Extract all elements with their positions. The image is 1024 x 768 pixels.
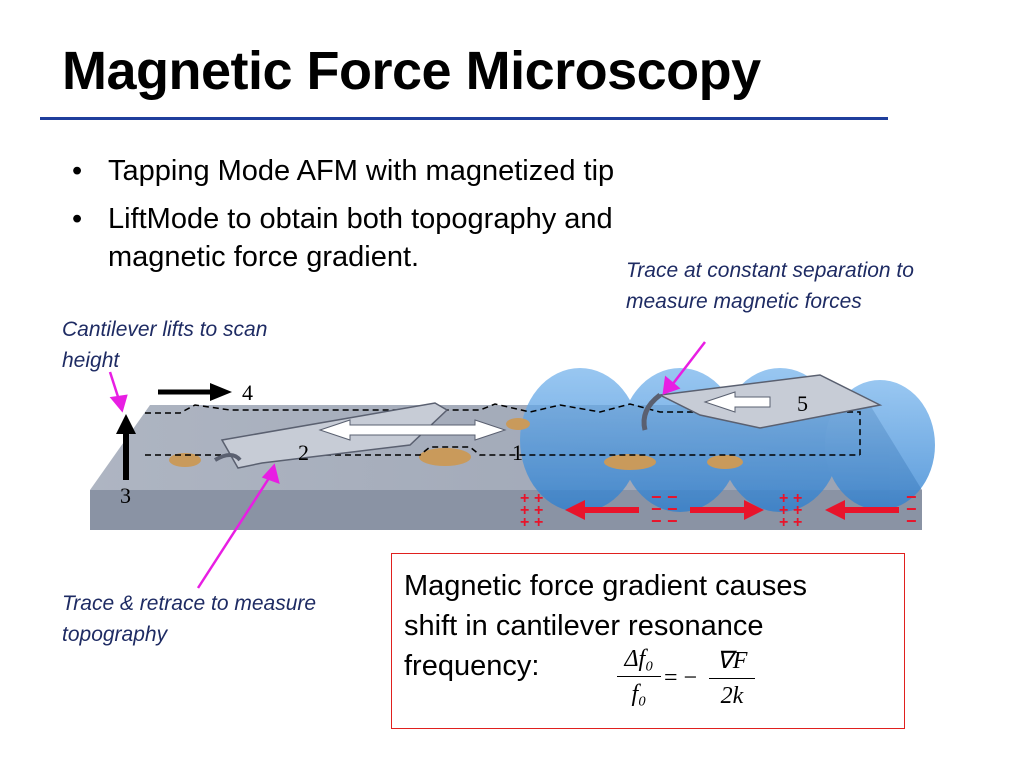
particle — [506, 418, 530, 430]
particle — [419, 448, 471, 466]
formula-fraction-right: ∇F 2k — [709, 646, 755, 710]
field-arrow-left — [565, 500, 639, 520]
trace-retrace-arrow — [318, 419, 507, 441]
minus-charge: − — [667, 511, 678, 531]
callout-arrows — [108, 341, 706, 589]
bullet-text: Tapping Mode AFM with magnetized tip — [108, 155, 615, 187]
resonance-shift-formula: Δf₀ f₀ = − ∇F 2k — [617, 646, 777, 718]
minus-charge: − — [667, 487, 678, 507]
annotation-cantilever-lifts: Cantilever lifts to scan height — [62, 318, 268, 372]
step-label-2: 2 — [298, 440, 309, 465]
bullet-item: • Tapping Mode AFM with magnetized tip — [72, 152, 772, 190]
box-line: Magnetic force gradient causes — [404, 570, 807, 602]
cantilever-left — [220, 402, 449, 469]
minus-charge: − — [651, 487, 662, 507]
plus-charge: + — [534, 514, 543, 531]
formula-denominator: 2k — [720, 683, 744, 709]
minus-charge: − — [906, 511, 917, 531]
slide-title: Magnetic Force Microscopy — [62, 41, 761, 101]
annotation-trace-retrace: Trace & retrace to measure topography — [62, 592, 317, 646]
minus-charge: − — [906, 499, 917, 519]
title-underline — [40, 117, 888, 120]
box-line: shift in cantilever resonance — [404, 610, 764, 642]
resonance-shift-text: Magnetic force gradient causes shift in … — [404, 566, 807, 686]
formula-denominator: f₀ — [631, 681, 647, 707]
bullet-marker: • — [72, 155, 83, 187]
plus-charge: + — [793, 490, 802, 507]
plus-charge: + — [779, 514, 788, 531]
domain-charges: + + + + + + + + + + + + − − − − − − − − … — [520, 487, 917, 531]
formula-fraction-left: Δf₀ f₀ — [617, 646, 661, 708]
minus-charge: − — [651, 499, 662, 519]
minus-charge: − — [667, 499, 678, 519]
callout-arrow-trace-constant — [662, 341, 706, 395]
tip-left — [213, 453, 242, 462]
plus-charge: + — [520, 514, 529, 531]
plus-charge: + — [779, 502, 788, 519]
plus-charge: + — [793, 514, 802, 531]
step-label-1: 1 — [512, 440, 523, 465]
callout-arrow-cantilever — [108, 371, 128, 413]
box-line: frequency: — [404, 650, 540, 682]
magnetization-arrows — [565, 500, 899, 520]
bullet-item: • LiftMode to obtain both topography and… — [72, 200, 728, 276]
field-arrow-right — [690, 500, 764, 520]
step-label-3: 3 — [120, 483, 131, 508]
bullet-list: • Tapping Mode AFM with magnetized tip •… — [72, 152, 772, 286]
plus-charge: + — [534, 502, 543, 519]
step-label-5: 5 — [797, 391, 808, 416]
particle — [169, 453, 201, 467]
vertical-lift-arrow-3 — [116, 414, 136, 480]
callout-arrow-trace-retrace — [196, 463, 280, 589]
formula-equals: = − — [664, 665, 698, 691]
step-label-4: 4 — [242, 380, 253, 405]
formula-numerator: Δf₀ — [617, 646, 661, 677]
lift-direction-arrow-4 — [158, 383, 232, 401]
bullet-text: LiftMode to obtain both topography and m… — [108, 203, 613, 273]
formula-numerator: ∇F — [709, 646, 755, 679]
topography-trace-line — [145, 446, 860, 456]
bullet-marker: • — [72, 203, 83, 235]
field-dome — [520, 368, 640, 512]
minus-charge: − — [651, 511, 662, 531]
plus-charge: + — [520, 490, 529, 507]
plus-charge: + — [779, 490, 788, 507]
particle — [604, 454, 656, 470]
plus-charge: + — [520, 502, 529, 519]
resonance-shift-box: Magnetic force gradient causes shift in … — [391, 553, 905, 729]
plus-charge: + — [534, 490, 543, 507]
lift-arrow-5 — [703, 391, 771, 413]
plus-charge: + — [793, 502, 802, 519]
field-arrow-left — [825, 500, 899, 520]
tip-right — [641, 393, 662, 431]
annotation-trace-constant: Trace at constant separation to measure … — [626, 259, 914, 313]
minus-charge: − — [906, 487, 917, 507]
particle — [707, 455, 743, 469]
surface-particles — [169, 418, 743, 470]
lift-trace-line — [145, 403, 861, 455]
